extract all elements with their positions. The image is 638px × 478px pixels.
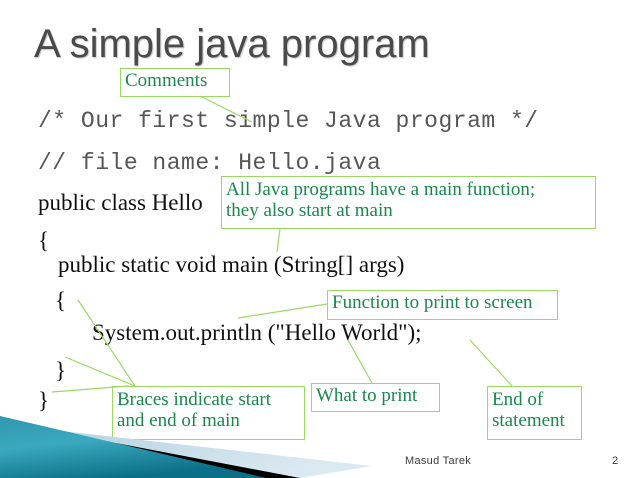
code-line-close-brace-class: } [38,388,50,413]
code-line-file-name-comment: // file name: Hello.java [38,150,382,176]
code-line-open-brace-main: { [55,288,67,313]
callout-braces-line1: Braces indicate start [117,389,272,410]
callout-braces: Braces indicate start and end of main [112,386,305,440]
callout-comments: Comments [120,68,230,97]
code-line-class-declaration: public class Hello [38,190,203,215]
callout-end-of-statement: End of statement [487,386,582,440]
page-title: A simple java program [34,22,430,66]
code-line-block-comment: /* Our first simple Java program */ [38,108,539,134]
callout-main-function-line1: All Java programs have a main function; [226,179,536,200]
callout-print-function: Function to print to screen [327,290,558,320]
callout-comments-text: Comments [125,70,208,91]
callout-print-function-text: Function to print to screen [332,292,533,313]
callout-main-function-line2: they also start at main [226,200,393,222]
callout-what-to-print-text: What to print [316,385,418,406]
callout-braces-line2: and end of main [117,410,240,432]
callout-what-to-print: What to print [311,383,440,412]
code-line-println-statement: System.out.println ("Hello World"); [92,320,422,345]
code-line-close-brace-main: } [55,358,67,383]
footer-author: Masud Tarek [405,455,472,467]
code-line-open-brace-class: { [38,228,50,253]
footer-page-number: 2 [612,455,619,467]
code-line-main-method: public static void main (String[] args) [58,252,405,277]
callout-main-function: All Java programs have a main function; … [221,176,596,229]
callout-end-of-statement-line2: statement [492,410,565,432]
callout-end-of-statement-line1: End of [492,389,544,410]
